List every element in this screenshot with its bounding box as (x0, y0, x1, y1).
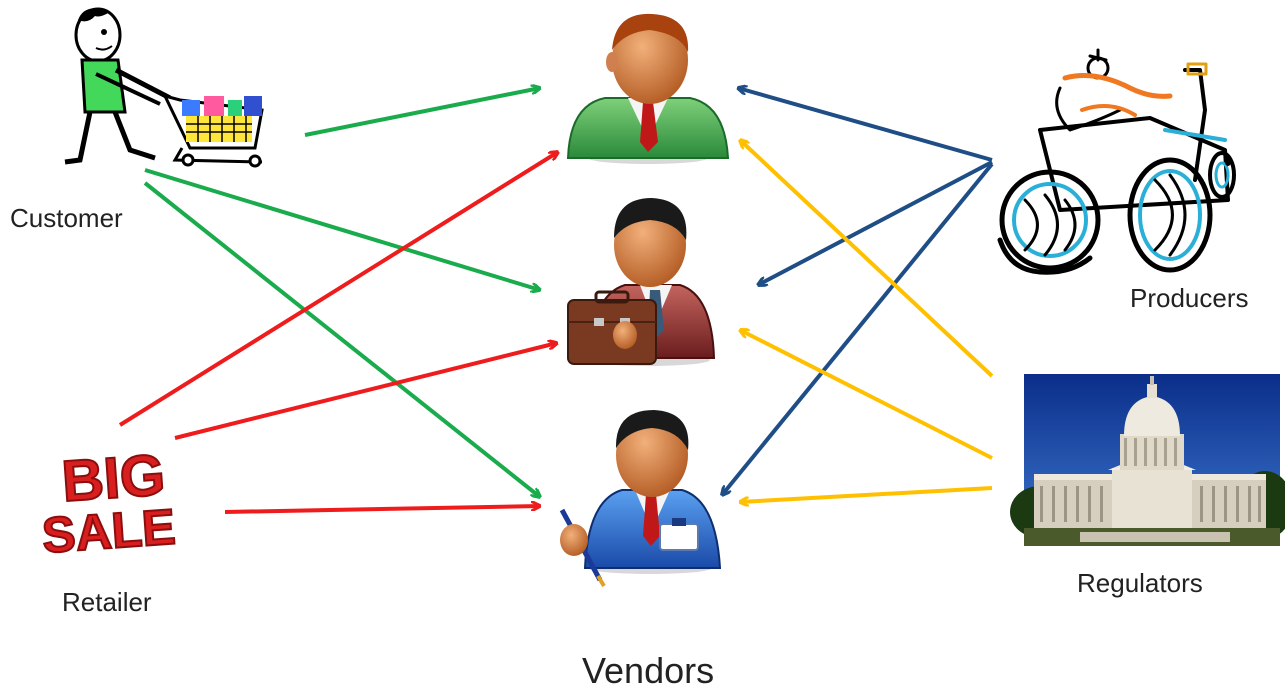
regulators-label: Regulators (1077, 568, 1203, 598)
businessman-pen-badge-icon (559, 410, 722, 588)
capitol-building-photo (1010, 374, 1285, 546)
businessman-briefcase-icon (567, 198, 716, 366)
arrow-customer-to-vendor-3 (143, 181, 540, 497)
tractor-farmer-icon (997, 48, 1236, 275)
arrow-regulators-to-vendor-3 (740, 486, 993, 502)
arrow-producers-to-vendor-2 (758, 160, 993, 285)
big-sale-top-text: BIG (60, 442, 167, 514)
retailer-label: Retailer (62, 587, 152, 617)
vendors-label: Vendors (582, 650, 715, 691)
big-sale-sign-icon: BIG SALE (39, 441, 178, 564)
producers-label: Producers (1130, 283, 1249, 313)
big-sale-bottom-text: SALE (40, 499, 177, 564)
arrow-regulators-to-vendor-1 (740, 140, 994, 378)
arrow-customer-to-vendor-2 (144, 168, 540, 290)
arrows (118, 88, 994, 514)
arrow-producers-to-vendor-1 (738, 88, 993, 162)
arrow-customer-to-vendor-1 (304, 88, 540, 137)
arrow-regulators-to-vendor-2 (740, 330, 993, 460)
businessman-green-suit-icon (566, 13, 730, 164)
arrow-retailer-to-vendor-2 (174, 343, 557, 440)
customer-label: Customer (10, 203, 123, 233)
arrow-producers-to-vendor-3 (722, 162, 994, 495)
shopper-with-cart-icon (64, 7, 264, 168)
arrow-retailer-to-vendor-1 (118, 152, 558, 427)
arrow-retailer-to-vendor-3 (224, 506, 540, 514)
